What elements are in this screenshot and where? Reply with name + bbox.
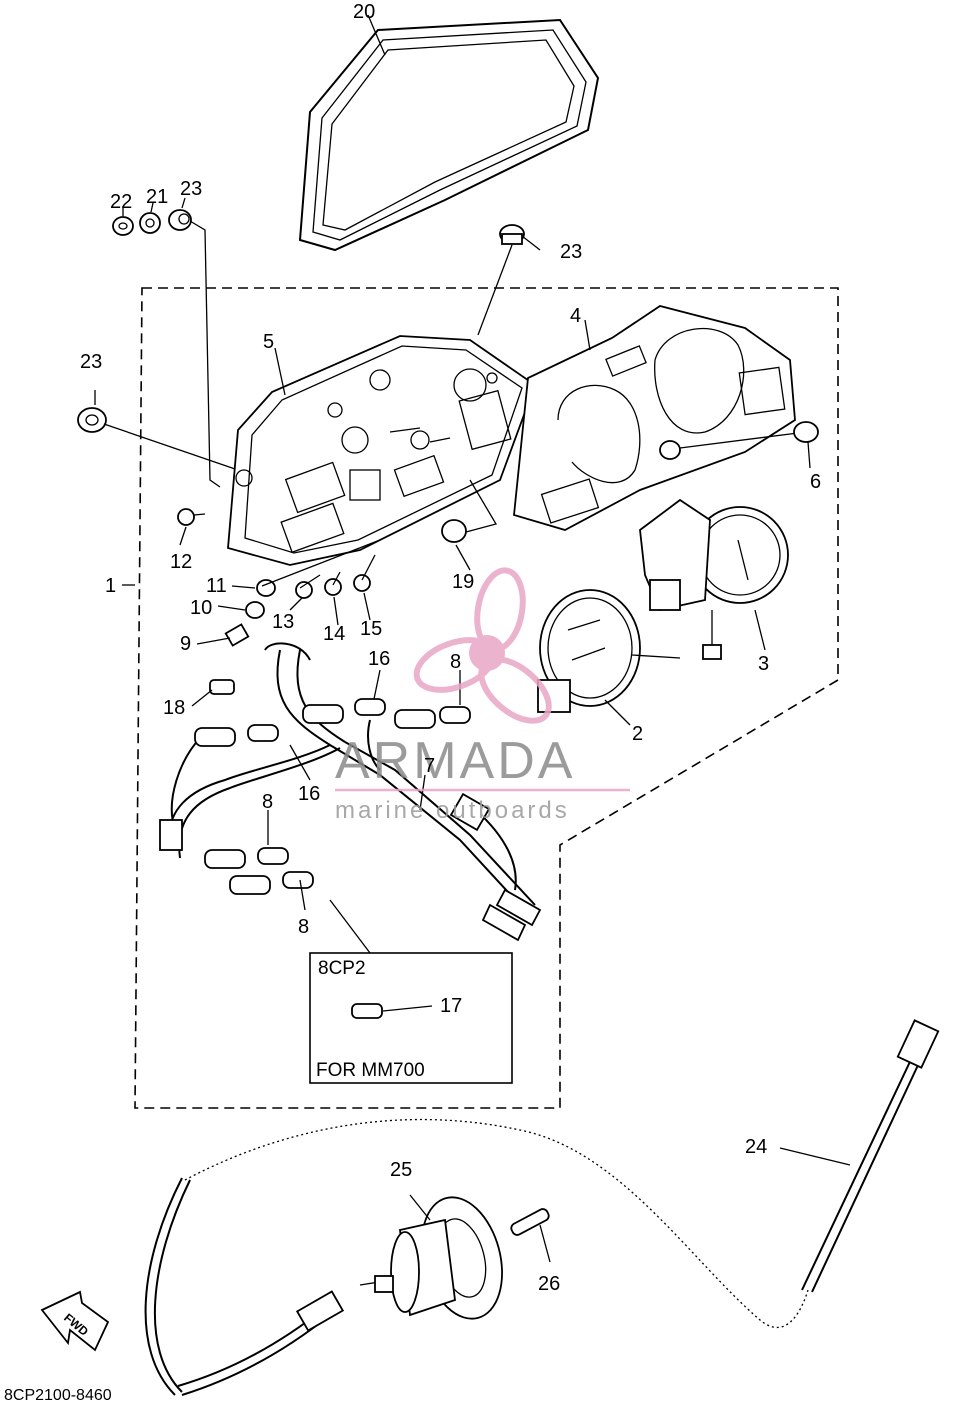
callout-15: 15 [360, 618, 382, 640]
callout-23c: 23 [80, 351, 102, 373]
callout-26: 26 [538, 1273, 560, 1295]
screw-12-part [177, 508, 206, 526]
callout-23b: 23 [560, 241, 582, 263]
callout-labels: 20 22 21 23 23 23 5 4 6 12 1 11 10 9 13 … [80, 1, 821, 1295]
callout-7: 7 [424, 755, 435, 777]
callout-8b: 8 [262, 791, 273, 813]
callout-2: 2 [632, 723, 643, 745]
callout-3: 3 [758, 653, 769, 675]
meter-case-part [227, 335, 537, 566]
callout-20: 20 [353, 1, 375, 23]
wire-harness-part [159, 642, 542, 942]
watermark-tagline: marine outboards [335, 797, 570, 824]
screw-6-part [659, 421, 819, 460]
callout-1: 1 [105, 575, 116, 597]
callout-11: 11 [206, 575, 227, 597]
callout-21: 21 [146, 186, 168, 208]
gauge-2-part [537, 589, 681, 713]
leader-lines [94, 14, 851, 1166]
callout-18: 18 [163, 697, 185, 719]
callout-16b: 16 [298, 783, 320, 805]
callout-14: 14 [323, 623, 345, 645]
grommet-left-part [77, 407, 239, 471]
watermark-brand: ARMADA [335, 732, 575, 790]
gauge-3-part [639, 498, 789, 660]
callout-12: 12 [170, 551, 192, 573]
callout-17: 17 [440, 995, 462, 1017]
grommet-right-part [477, 224, 525, 336]
face-plate-part [513, 305, 796, 531]
inset-note-label: FOR MM700 [316, 1060, 425, 1081]
armada-watermark: ARMADA marine outboards [335, 567, 630, 824]
callout-5: 5 [263, 331, 274, 353]
callout-9: 9 [180, 633, 191, 655]
callout-25: 25 [390, 1159, 412, 1181]
fwd-arrow: FWD [40, 1290, 110, 1352]
washer-nut-group [112, 209, 221, 488]
callout-8c: 8 [298, 916, 309, 938]
callout-13: 13 [272, 611, 294, 633]
callout-23a: 23 [180, 178, 202, 200]
assembly-1-outline [134, 287, 839, 1109]
callout-22: 22 [110, 191, 132, 213]
grommet-19-part [441, 479, 497, 543]
callout-10: 10 [190, 597, 212, 619]
callout-6: 6 [810, 471, 821, 493]
callout-19: 19 [452, 571, 474, 593]
speedometer-cable-part [144, 1019, 940, 1396]
pin-26-part [510, 1208, 551, 1263]
small-fasteners [224, 539, 381, 647]
lens-frame-part [298, 18, 600, 252]
callout-24: 24 [745, 1136, 767, 1158]
inset-model-label: 8CP2 [318, 958, 366, 979]
propeller-logo [413, 567, 552, 724]
part-code: 8CP2100-8460 [4, 1387, 112, 1404]
gear-housing-part [359, 1194, 503, 1320]
callout-16a: 16 [368, 648, 390, 670]
inset-box [309, 899, 513, 1084]
callout-8a: 8 [450, 651, 461, 673]
callout-4: 4 [570, 305, 581, 327]
